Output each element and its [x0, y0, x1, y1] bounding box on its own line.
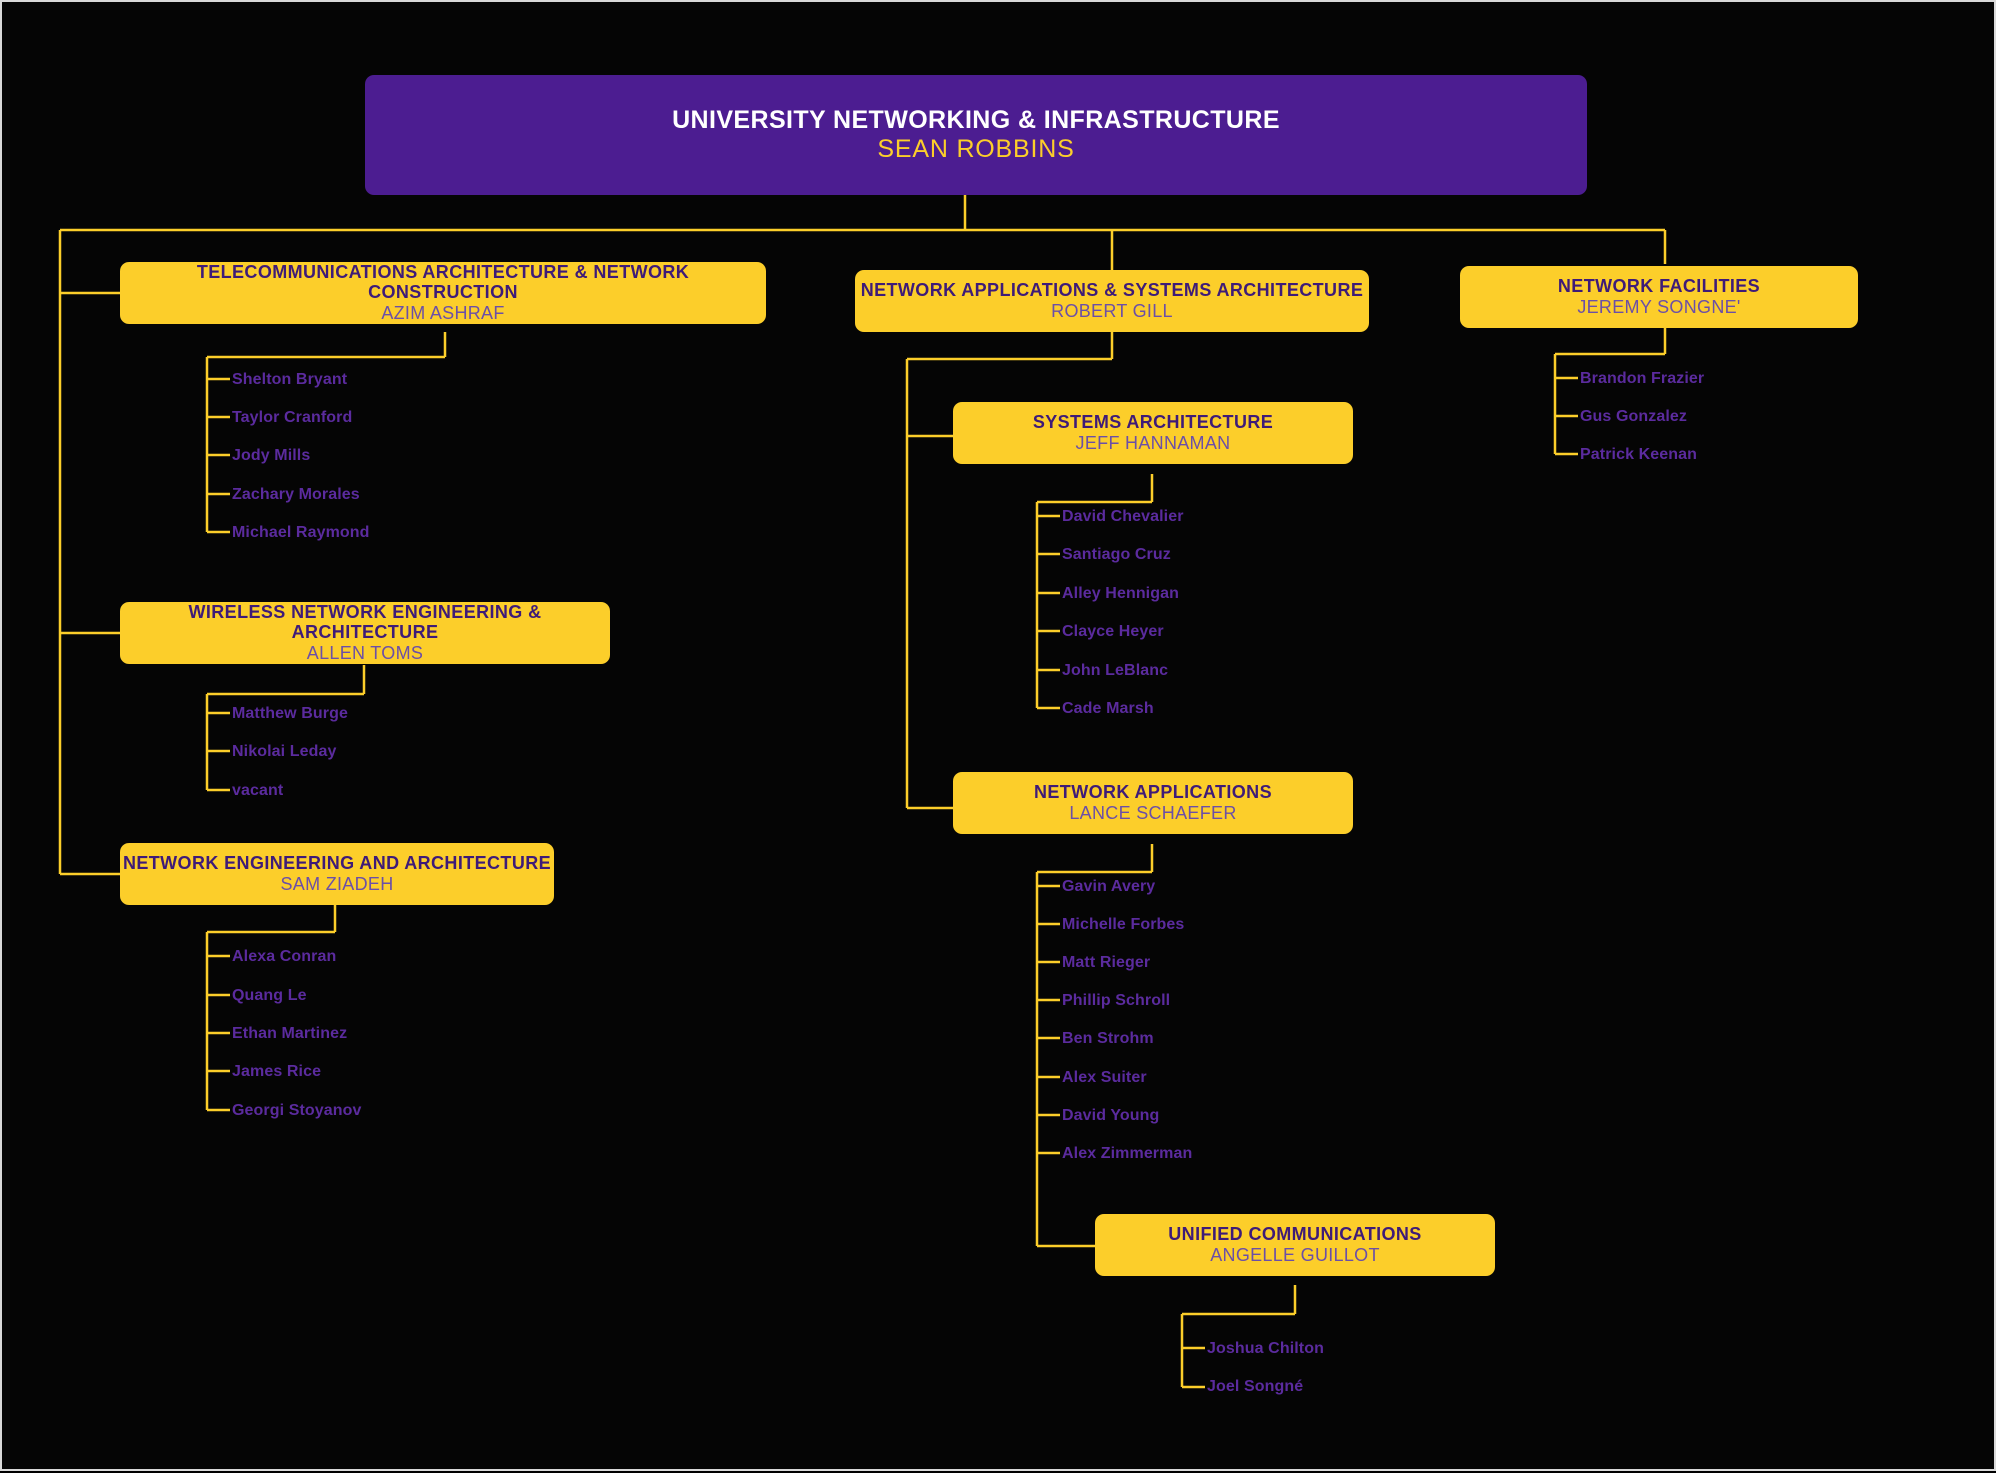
person-item: Zachary Morales	[232, 486, 360, 503]
person-item: Michael Raymond	[232, 524, 370, 541]
node-title: NETWORK FACILITIES	[1557, 275, 1761, 296]
person-item: Ethan Martinez	[232, 1025, 348, 1042]
person-item: Georgi Stoyanov	[232, 1102, 362, 1119]
node-person-name: SAM ZIADEH	[280, 873, 394, 894]
node-person-name: ROBERT GILL	[1051, 300, 1173, 321]
person-item: Joshua Chilton	[1207, 1340, 1324, 1357]
node-person-name: SEAN ROBBINS	[877, 135, 1075, 164]
person-item: John LeBlanc	[1062, 662, 1169, 679]
node-person-name: ANGELLE GUILLOT	[1210, 1244, 1380, 1265]
node-title: NETWORK APPLICATIONS & SYSTEMS ARCHITECT…	[860, 279, 1364, 300]
person-item: Phillip Schroll	[1062, 992, 1171, 1009]
person-item: Patrick Keenan	[1580, 446, 1698, 463]
person-item: Alexa Conran	[232, 948, 337, 965]
node-person-name: JEFF HANNAMAN	[1075, 432, 1231, 453]
person-item: Matt Rieger	[1062, 954, 1151, 971]
node-person-name: ALLEN TOMS	[306, 642, 424, 663]
node-person-name: JEREMY SONGNE'	[1577, 296, 1741, 317]
person-item: Gavin Avery	[1062, 878, 1156, 895]
node-systems-architecture[interactable]: SYSTEMS ARCHITECTURE JEFF HANNAMAN	[953, 402, 1353, 464]
node-network-applications[interactable]: NETWORK APPLICATIONS LANCE SCHAEFER	[953, 772, 1353, 834]
node-telecommunications-architecture[interactable]: TELECOMMUNICATIONS ARCHITECTURE & NETWOR…	[120, 262, 766, 324]
node-title: NETWORK ENGINEERING AND ARCHITECTURE	[122, 852, 552, 873]
person-item: Quang Le	[232, 987, 307, 1004]
node-person-name: AZIM ASHRAF	[381, 302, 505, 323]
node-title: NETWORK APPLICATIONS	[1034, 781, 1272, 802]
node-network-applications-systems-architecture[interactable]: NETWORK APPLICATIONS & SYSTEMS ARCHITECT…	[855, 270, 1369, 332]
person-item: Nikolai Leday	[232, 743, 337, 760]
person-item: Ben Strohm	[1062, 1030, 1154, 1047]
person-item: Brandon Frazier	[1580, 370, 1705, 387]
node-title: UNIFIED COMMUNICATIONS	[1168, 1223, 1422, 1244]
person-item: Alex Zimmerman	[1062, 1145, 1193, 1162]
node-title: UNIVERSITY NETWORKING & INFRASTRUCTURE	[672, 105, 1280, 134]
person-item: Taylor Cranford	[232, 409, 353, 426]
node-root-university-networking[interactable]: UNIVERSITY NETWORKING & INFRASTRUCTURE S…	[365, 75, 1587, 195]
node-network-engineering-and-architecture[interactable]: NETWORK ENGINEERING AND ARCHITECTURE SAM…	[120, 843, 554, 905]
person-item: Matthew Burge	[232, 705, 348, 722]
person-item: Alex Suiter	[1062, 1069, 1147, 1086]
node-title: TELECOMMUNICATIONS ARCHITECTURE & NETWOR…	[196, 261, 690, 303]
person-item: David Young	[1062, 1107, 1160, 1124]
node-wireless-network-engineering[interactable]: WIRELESS NETWORK ENGINEERING & ARCHITECT…	[120, 602, 610, 664]
node-title: WIRELESS NETWORK ENGINEERING & ARCHITECT…	[188, 601, 542, 643]
person-item: Michelle Forbes	[1062, 916, 1185, 933]
person-item: Jody Mills	[232, 447, 311, 464]
person-item: Santiago Cruz	[1062, 546, 1171, 563]
person-item: Clayce Heyer	[1062, 623, 1164, 640]
node-network-facilities[interactable]: NETWORK FACILITIES JEREMY SONGNE'	[1460, 266, 1858, 328]
person-item: vacant	[232, 782, 284, 799]
node-unified-communications[interactable]: UNIFIED COMMUNICATIONS ANGELLE GUILLOT	[1095, 1214, 1495, 1276]
node-title: SYSTEMS ARCHITECTURE	[1032, 411, 1274, 432]
person-item: Gus Gonzalez	[1580, 408, 1687, 425]
person-item: James Rice	[232, 1063, 322, 1080]
person-item: Shelton Bryant	[232, 371, 348, 388]
person-item: Joel Songné	[1207, 1378, 1304, 1395]
person-item: Alley Hennigan	[1062, 585, 1179, 602]
person-item: Cade Marsh	[1062, 700, 1154, 717]
person-item: David Chevalier	[1062, 508, 1184, 525]
node-person-name: LANCE SCHAEFER	[1069, 802, 1237, 823]
